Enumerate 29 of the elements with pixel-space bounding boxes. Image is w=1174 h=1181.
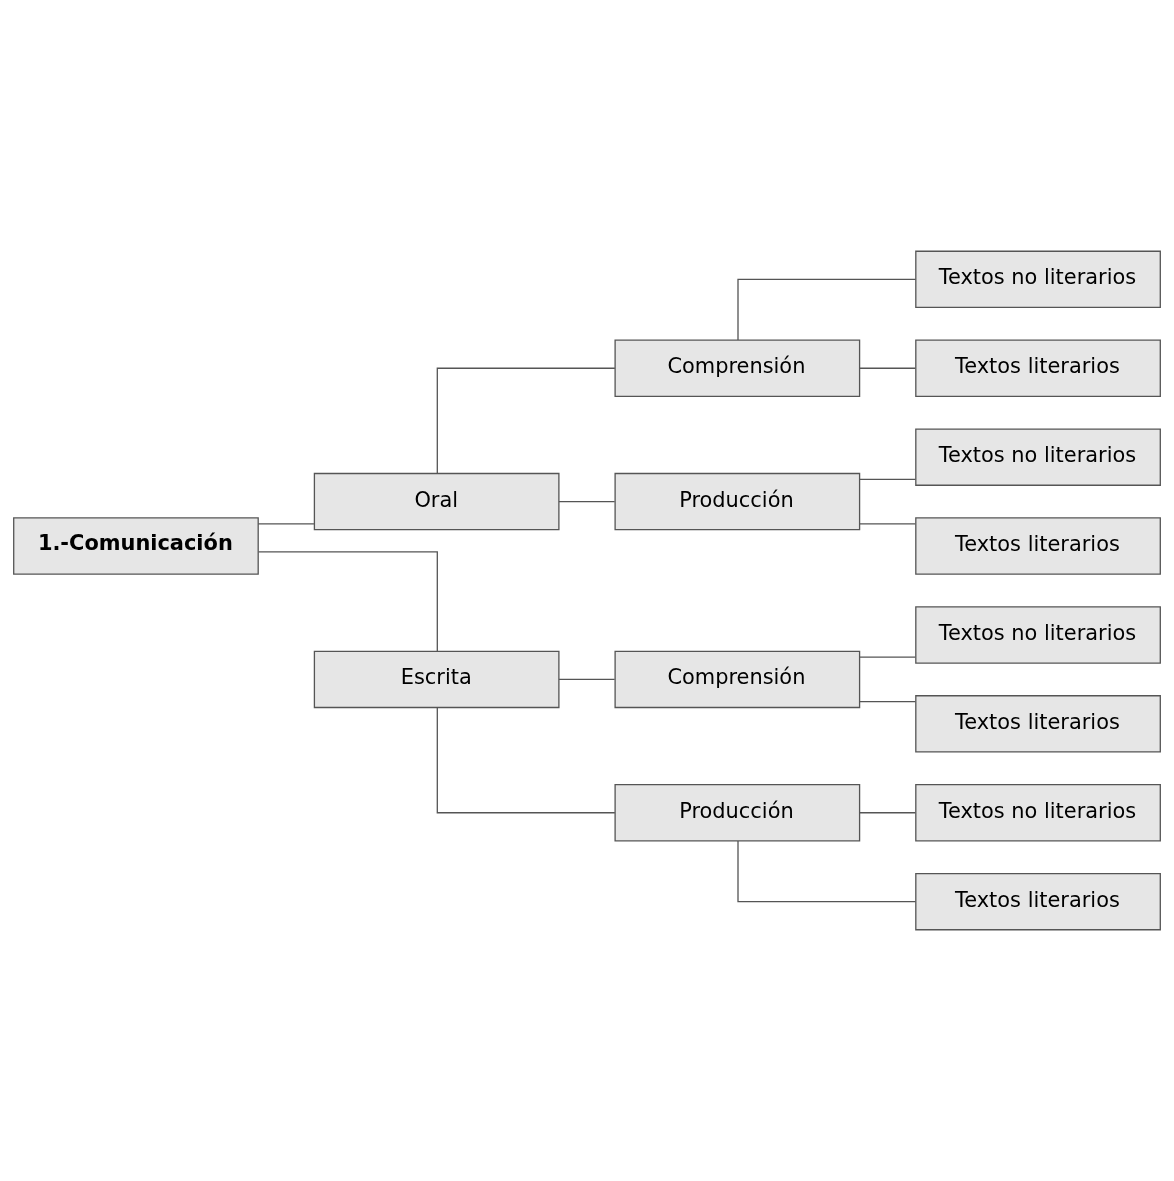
node-box: Textos no literarios	[915, 606, 1161, 664]
connector	[859, 812, 917, 814]
connector	[436, 367, 616, 474]
connector	[257, 523, 315, 525]
connector	[558, 678, 616, 681]
node-box: Textos no literarios	[915, 250, 1161, 309]
connector	[859, 523, 917, 525]
node-box: Textos no literarios	[915, 428, 1161, 486]
node-box: Producción	[614, 472, 861, 531]
connector	[737, 278, 917, 341]
node-box: 1.-Comunicación	[13, 517, 259, 575]
connector	[436, 707, 616, 814]
connector	[859, 656, 917, 658]
node-box: Textos no literarios	[915, 784, 1161, 842]
node-box: Textos literarios	[915, 339, 1161, 397]
node-box: Comprensión	[614, 339, 861, 397]
connector	[257, 551, 438, 652]
connector	[859, 700, 917, 703]
connector	[859, 367, 917, 369]
node-box: Textos literarios	[915, 695, 1161, 753]
node-box: Escrita	[313, 650, 560, 709]
node-box: Textos literarios	[915, 872, 1161, 931]
node-box: Textos literarios	[915, 517, 1161, 575]
connector	[558, 500, 616, 503]
node-box: Comprensión	[614, 650, 861, 709]
node-box: Producción	[614, 784, 861, 842]
node-box: Oral	[313, 472, 560, 531]
connector	[737, 840, 917, 903]
connector	[859, 478, 917, 481]
